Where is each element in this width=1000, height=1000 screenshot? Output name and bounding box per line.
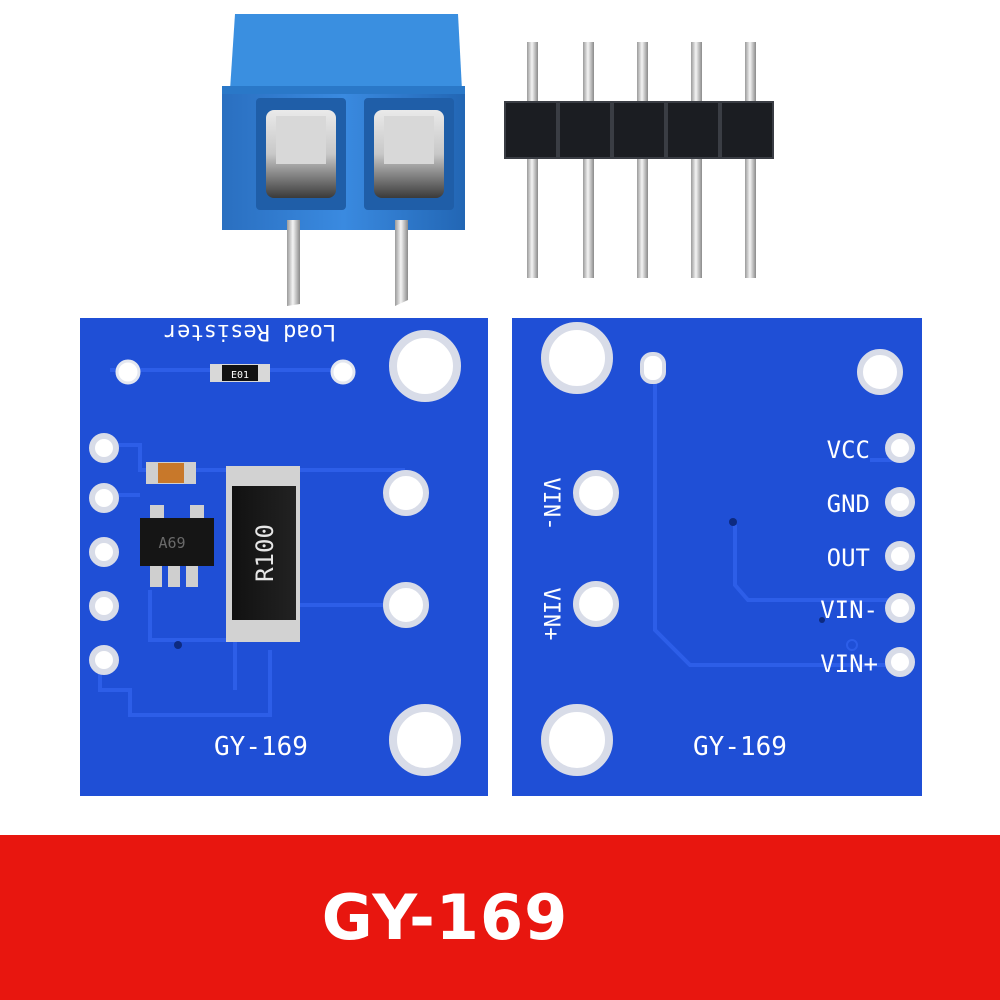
load-resister-label: Load Resister: [164, 319, 336, 344]
header-pin-bottom: [637, 150, 648, 278]
header-pin-top: [527, 42, 538, 108]
pin-label-gnd: GND: [827, 490, 870, 518]
shunt-resistor: R100: [226, 466, 300, 642]
resistor-mark: R100: [251, 524, 279, 582]
right-board-label: GY-169: [693, 732, 787, 762]
header-housing-segment: [558, 101, 612, 159]
title-banner: GY-169: [0, 835, 1000, 1000]
header-pin-bottom: [583, 150, 594, 278]
header-housing-segment: [720, 101, 774, 159]
header-pin-bottom: [527, 150, 538, 278]
pin-header: [504, 42, 774, 278]
header-pin-bottom: [745, 150, 756, 278]
left-pin-holes: [89, 433, 119, 675]
screw-terminal: [222, 14, 465, 306]
header-pin-bottom: [691, 150, 702, 278]
left-board: E01 A69 R100 Load Resister GY-169: [80, 318, 488, 796]
small-resistor-mark: E01: [231, 370, 249, 381]
ic-chip: A69: [140, 505, 214, 587]
header-housing-segment: [504, 101, 558, 159]
left-board-label: GY-169: [214, 732, 308, 762]
banner-title: GY-169: [321, 881, 569, 954]
pin-label-vcc: VCC: [827, 436, 870, 464]
right-pin-holes: [885, 433, 915, 677]
chip-mark: A69: [158, 534, 185, 552]
header-pin-top: [583, 42, 594, 108]
header-housing-segment: [612, 101, 666, 159]
pin-label-vin-minus: VIN-: [820, 596, 878, 624]
pin-label-vin-plus: VIN+: [820, 650, 878, 678]
header-pin-top: [745, 42, 756, 108]
header-pin-top: [691, 42, 702, 108]
pin-label-out: OUT: [827, 544, 870, 572]
header-pin-top: [637, 42, 648, 108]
right-board: VCC GND OUT VIN- VIN+ VIN- VIN+ GY-169: [512, 318, 922, 796]
header-housing-segment: [666, 101, 720, 159]
side-label-vin-minus: VIN-: [538, 478, 563, 531]
side-label-vin-plus: VIN+: [538, 588, 563, 641]
